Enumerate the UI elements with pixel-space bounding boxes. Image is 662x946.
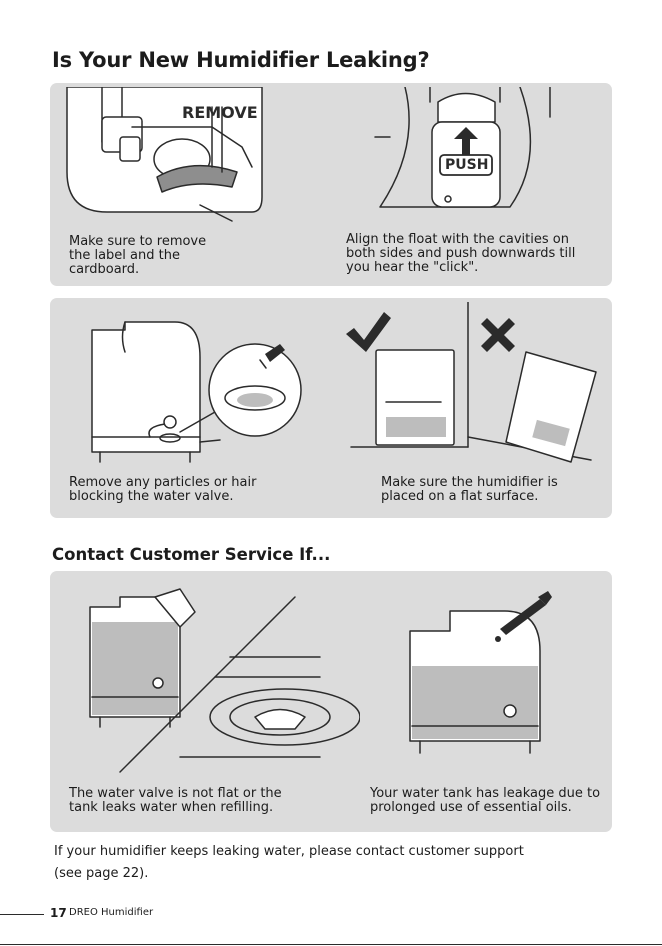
essential-oil-illustration (409, 591, 552, 754)
bottom-rule (0, 944, 662, 945)
page-number: 17 (50, 906, 67, 920)
footer-brand: DREO Humidifier (69, 907, 154, 918)
section-title-contact: Contact Customer Service If... (52, 545, 331, 564)
push-label: PUSH (445, 157, 489, 173)
page-reference: (see page 22). (54, 866, 149, 881)
caption-align-float: Align the float with the cavities on bot… (346, 232, 576, 275)
caption-remove-particles: Remove any particles or hair blocking th… (69, 475, 257, 504)
caption-essential-oils: Your water tank has leakage due to prolo… (370, 786, 601, 815)
refill-leak-illustration (89, 588, 360, 773)
caption-flat-surface: Make sure the humidifier is placed on a … (381, 475, 558, 504)
caption-valve-not-flat: The water valve is not flat or the tank … (69, 786, 282, 815)
remove-label-illustration (66, 87, 263, 222)
check-mark-icon (346, 312, 391, 352)
contact-support-text: If your humidifier keeps leaking water, … (54, 844, 524, 859)
float-push-illustration (374, 87, 551, 208)
footer-rule (0, 914, 44, 915)
water-valve-illustration (91, 321, 302, 463)
contact-support-note: If your humidifier keeps leaking water, … (54, 841, 524, 885)
panel-valve-and-surface: Remove any particles or hair blocking th… (50, 298, 612, 518)
panel-label-and-float: REMOVE PUSH Make sure to remove the labe… (50, 83, 612, 286)
page-title: Is Your New Humidifier Leaking? (52, 48, 430, 72)
flat-surface-illustration (346, 302, 597, 463)
panel-contact-service: The water valve is not flat or the tank … (50, 571, 612, 832)
caption-remove-label: Make sure to remove the label and the ca… (69, 234, 207, 277)
cross-mark-icon (481, 318, 515, 352)
remove-label: REMOVE (182, 103, 258, 122)
